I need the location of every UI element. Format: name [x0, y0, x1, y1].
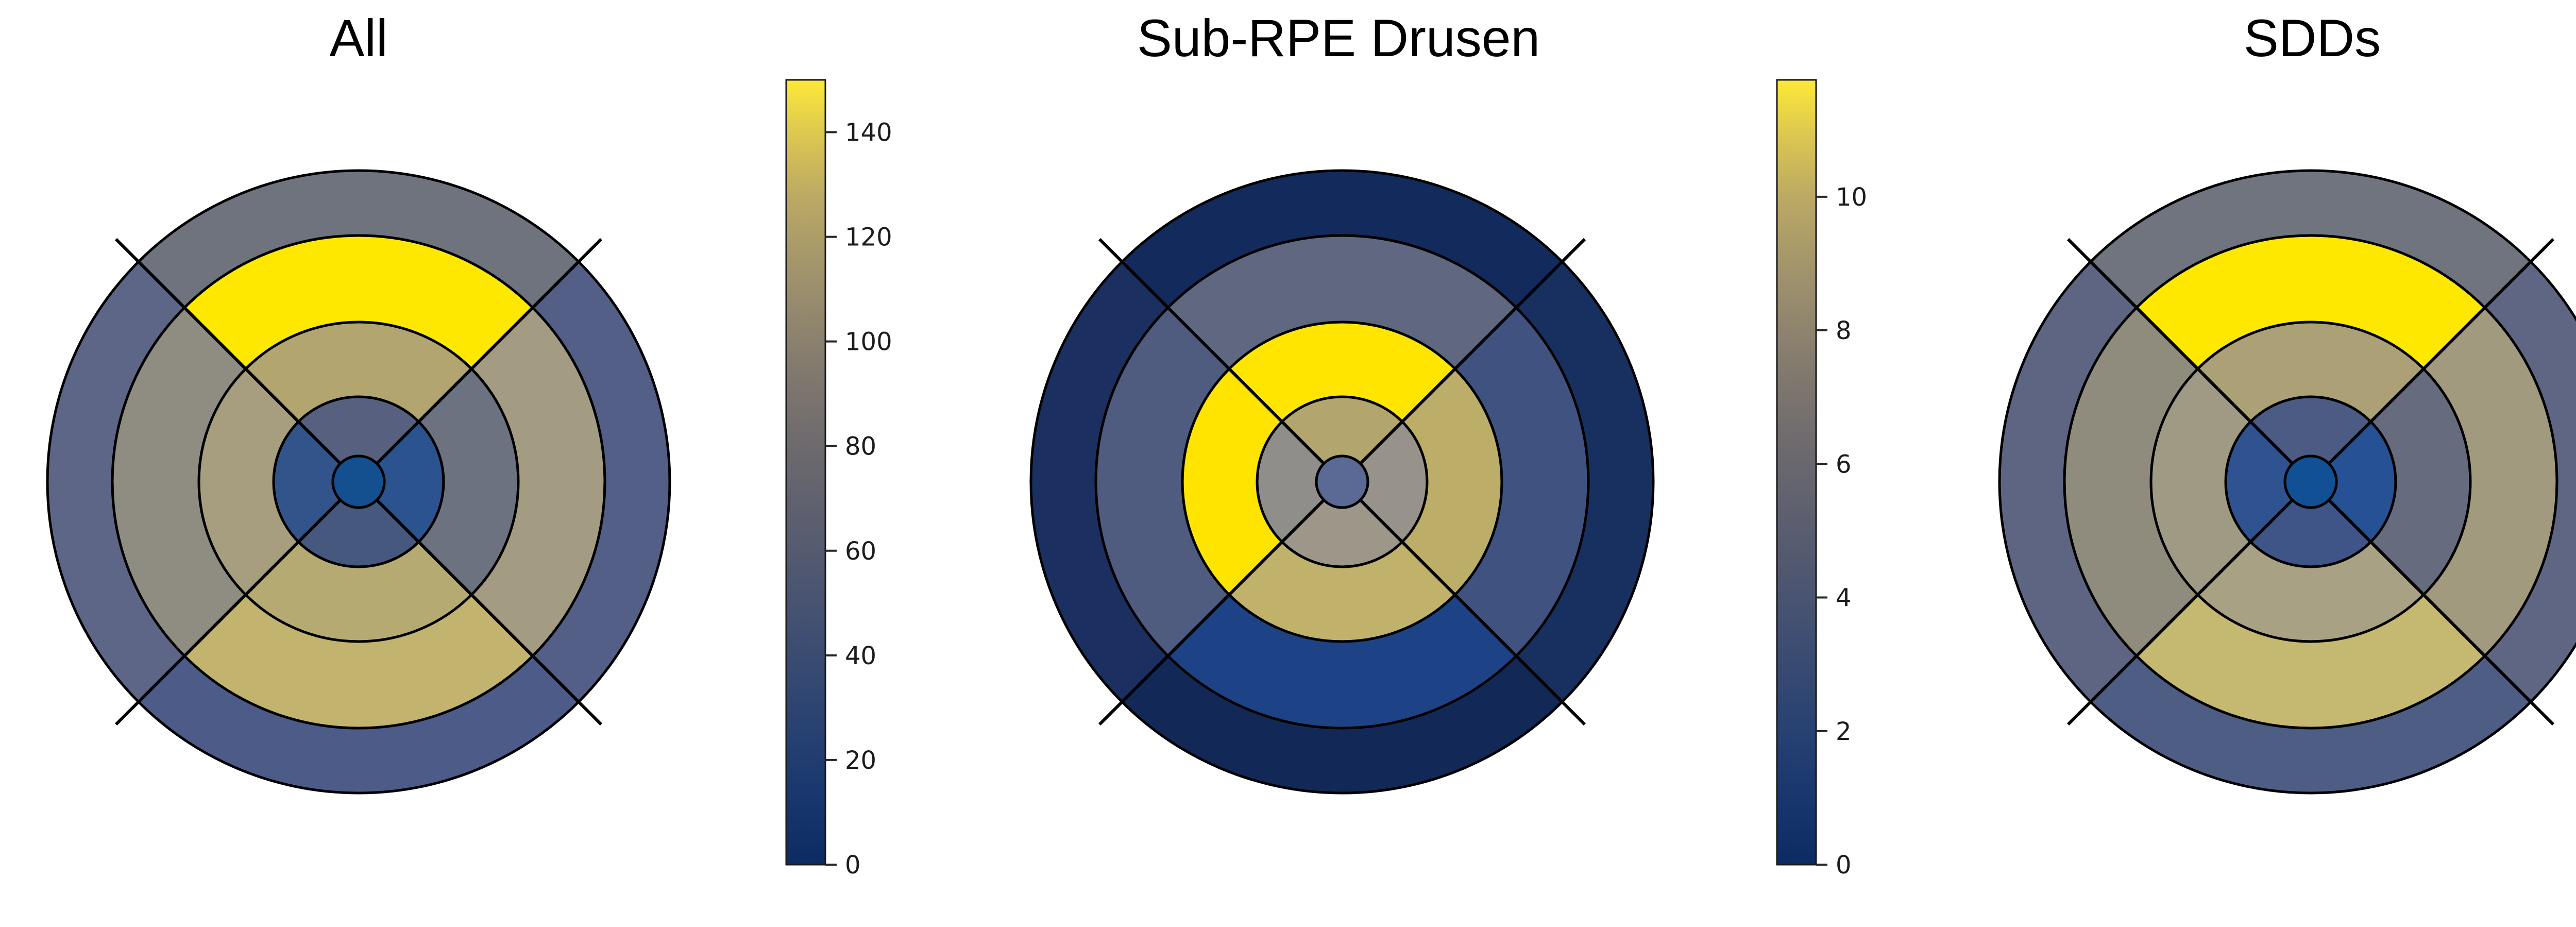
sub-rpe-drusen-colorbar-tick-label: 8: [1836, 316, 1852, 345]
sub-rpe-drusen-ring4-bottom-sector: [1120, 654, 1564, 795]
panel-all: [46, 169, 671, 795]
all-ring4-top-sector: [137, 169, 581, 310]
all-colorbar-tick-label: 120: [845, 223, 892, 252]
sub-rpe-drusen-colorbar-gradient: [1776, 79, 1817, 866]
sub-rpe-drusen-colorbar: 0 2 4 6 8 10: [1776, 79, 1867, 880]
sub-rpe-drusen-ring4-right-sector: [1514, 260, 1655, 704]
panel-sdds: [1998, 169, 2576, 795]
sub-rpe-drusen-colorbar-tick-label: 6: [1836, 450, 1852, 479]
sdds-center-zone: [2283, 454, 2338, 509]
sub-rpe-drusen-colorbar-tick-label: 2: [1836, 717, 1852, 746]
all-colorbar-tick-label: 0: [845, 851, 861, 880]
all-center-zone: [331, 454, 386, 509]
panel-title-sub-rpe-drusen: Sub-RPE Drusen: [1137, 9, 1540, 68]
sub-rpe-drusen-center-zone: [1315, 454, 1369, 509]
sub-rpe-drusen-colorbar-tick-label: 0: [1836, 851, 1852, 880]
all-colorbar-gradient: [785, 79, 826, 866]
all-colorbar-tick-label: 100: [845, 328, 892, 357]
sub-rpe-drusen-colorbar-tick-label: 10: [1836, 183, 1867, 212]
sub-rpe-drusen-ring4-left-sector: [1029, 260, 1170, 704]
sdds-ring4-right-sector: [2483, 260, 2576, 704]
sdds-ring4-top-sector: [2089, 169, 2533, 310]
all-colorbar-tick-label: 140: [845, 119, 892, 147]
all-colorbar-tick-label: 40: [845, 642, 876, 670]
all-colorbar: 0 20 40 60 80 100 120 140: [785, 79, 892, 880]
sub-rpe-drusen-ring4-top-sector: [1120, 169, 1564, 310]
all-ring4-bottom-sector: [137, 654, 581, 795]
panel-sub-rpe-drusen: [1029, 169, 1655, 795]
sub-rpe-drusen-colorbar-tick-label: 4: [1836, 584, 1852, 613]
panel-title-sdds: SDDs: [2243, 9, 2381, 68]
all-ring4-left-sector: [46, 260, 187, 704]
all-colorbar-tick-label: 20: [845, 746, 876, 775]
all-colorbar-tick-label: 80: [845, 432, 876, 461]
all-ring4-right-sector: [531, 260, 671, 704]
sdds-ring4-bottom-sector: [2089, 654, 2533, 795]
all-colorbar-tick-label: 60: [845, 537, 876, 566]
sdds-ring4-left-sector: [1998, 260, 2139, 704]
panel-title-all: All: [329, 9, 388, 68]
